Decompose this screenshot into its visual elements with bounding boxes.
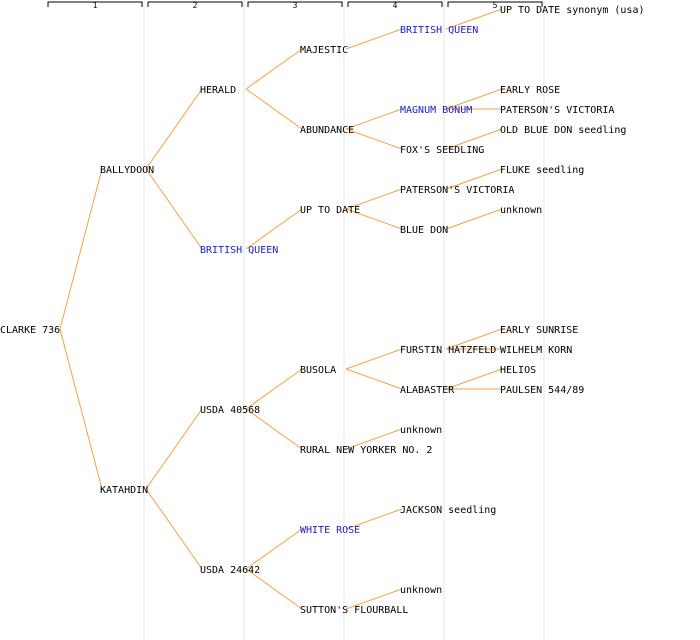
connector-line (445, 208, 503, 230)
node-busola[interactable]: BUSOLA (300, 365, 336, 376)
node-uptodate[interactable]: UP TO DATE (300, 205, 360, 216)
node-abundance[interactable]: ABUNDANCE (300, 125, 354, 136)
connector-line (145, 168, 203, 250)
connector-line (345, 188, 403, 210)
node-rny2[interactable]: RURAL NEW YORKER NO. 2 (300, 445, 432, 456)
connector-line (345, 428, 403, 450)
connector-line (245, 528, 303, 570)
generation-bracket (47, 1, 143, 7)
node-jackson[interactable]: JACKSON seedling (400, 505, 496, 516)
generation-number: 3 (293, 1, 298, 10)
generation-bracket (247, 1, 343, 7)
generation-number: 5 (493, 1, 498, 10)
node-foxs[interactable]: FOX'S SEEDLING (400, 145, 484, 156)
node-ballydoon[interactable]: BALLYDOON (100, 165, 154, 176)
node-furstin[interactable]: FURSTIN HATZFELD (400, 345, 496, 356)
node-unk4a[interactable]: unknown (400, 425, 442, 436)
connector-line (245, 568, 303, 610)
connector-line (345, 348, 403, 370)
node-whiterose[interactable]: WHITE ROSE (300, 525, 360, 536)
node-helios[interactable]: HELIOS (500, 365, 536, 376)
connector-line (345, 128, 403, 150)
connector-line (445, 88, 503, 110)
generation-number: 1 (93, 1, 98, 10)
connector-line (345, 208, 403, 230)
node-labels: CLARKE 736 BALLYDOON KATAHDIN HERALD BRITISH… (0, 5, 645, 616)
node-uptodate5[interactable]: UP TO DATE synonym (usa) (500, 5, 645, 16)
node-bq2[interactable]: BRITISH QUEEN (200, 245, 278, 256)
connector-line (145, 88, 203, 170)
connector-line (345, 28, 403, 50)
connector-line (145, 488, 203, 570)
connector-line (345, 108, 403, 130)
connector-line (245, 208, 303, 250)
connector-line (245, 408, 303, 450)
node-earlyrose[interactable]: EARLY ROSE (500, 85, 560, 96)
generation-number: 2 (193, 1, 198, 10)
connector-lines (59, 8, 503, 610)
connector-line (345, 588, 403, 610)
node-clarke[interactable]: CLARKE 736 (0, 325, 60, 336)
connector-line (345, 368, 403, 390)
node-fluke[interactable]: FLUKE seedling (500, 165, 584, 176)
node-bq4[interactable]: BRITISH QUEEN (400, 25, 478, 36)
connector-line (59, 168, 103, 330)
node-patvic5[interactable]: PATERSON'S VICTORIA (500, 105, 614, 116)
connector-line (59, 328, 103, 490)
connector-line (345, 508, 403, 530)
node-katahdin[interactable]: KATAHDIN (100, 485, 148, 496)
node-unk4b[interactable]: unknown (400, 585, 442, 596)
connector-line (245, 368, 303, 410)
generation-bracket (447, 1, 543, 7)
node-patvic4[interactable]: PATERSON'S VICTORIA (400, 185, 514, 196)
generation-columns: 1 2 3 4 5 (47, 0, 545, 640)
connector-line (445, 128, 503, 150)
node-paulsen[interactable]: PAULSEN 544/89 (500, 385, 584, 396)
node-usda40568[interactable]: USDA 40568 (200, 405, 260, 416)
node-bluedon[interactable]: BLUE DON (400, 225, 448, 236)
generation-number: 4 (393, 1, 398, 10)
node-unk5a[interactable]: unknown (500, 205, 542, 216)
connector-line (245, 48, 303, 90)
generation-bracket (347, 1, 443, 7)
connector-line (445, 168, 503, 190)
connector-line (445, 328, 503, 350)
node-alabaster[interactable]: ALABASTER (400, 385, 455, 396)
connector-line (145, 408, 203, 490)
connector-line (445, 368, 503, 390)
generation-bracket (147, 1, 243, 7)
connector-line (445, 8, 503, 30)
node-herald[interactable]: HERALD (200, 85, 236, 96)
node-majestic[interactable]: MAJESTIC (300, 45, 348, 56)
connector-line (245, 88, 303, 130)
node-magnum[interactable]: MAGNUM BONUM (400, 105, 472, 116)
node-sutton[interactable]: SUTTON'S FLOURBALL (300, 605, 408, 616)
node-wilhelm[interactable]: WILHELM KORN (500, 345, 572, 356)
node-usda24642[interactable]: USDA 24642 (200, 565, 260, 576)
node-oldbluedon[interactable]: OLD BLUE DON seedling (500, 125, 626, 136)
node-earlysunrise[interactable]: EARLY SUNRISE (500, 325, 578, 336)
